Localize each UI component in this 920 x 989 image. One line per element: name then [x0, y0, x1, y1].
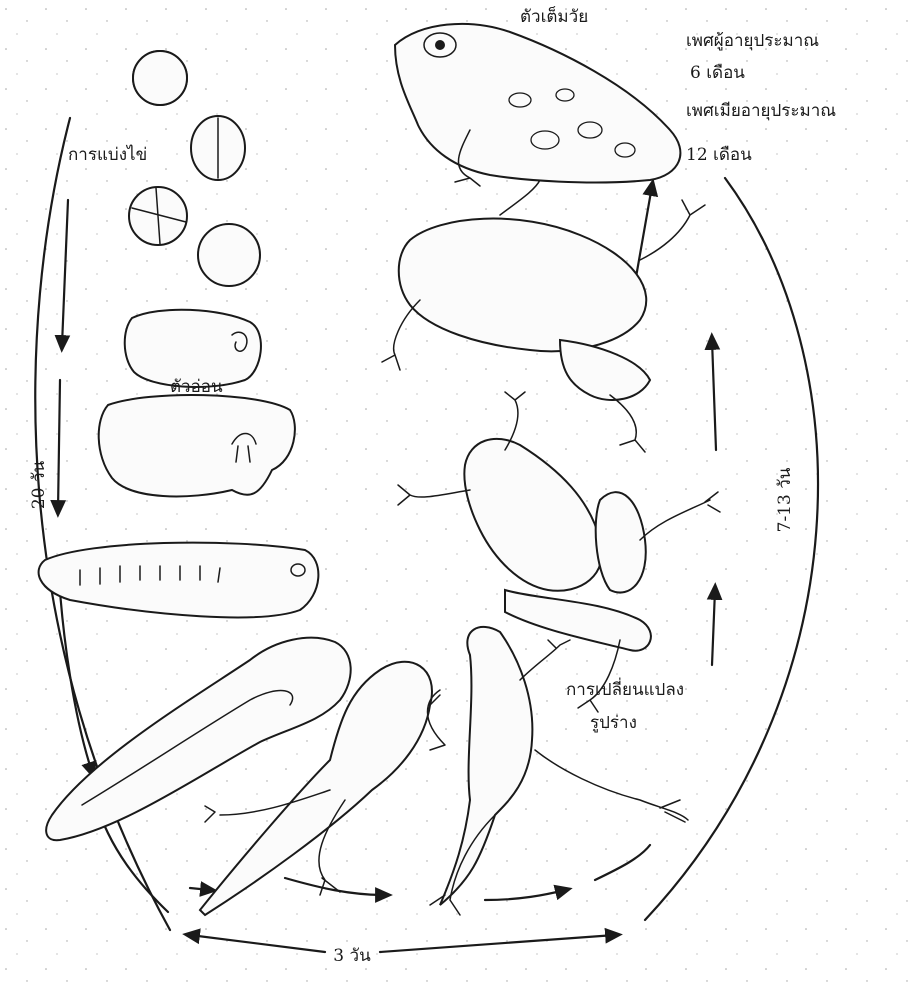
label-male-age-months: 6 เดือน [690, 63, 745, 83]
label-female-age: เพศเมียอายุประมาณ [686, 101, 836, 121]
egg-morula [198, 224, 260, 286]
label-duration-left: 20 วัน [29, 461, 49, 510]
label-metamorphosis: การเปลี่ยนแปลง [566, 677, 684, 700]
embryo-early [125, 310, 261, 387]
label-embryo: ตัวอ่อน [170, 377, 223, 397]
label-adult: ตัวเต็มวัย [520, 5, 588, 27]
label-duration-right: 7-13 วัน [775, 467, 795, 532]
embryo [99, 395, 295, 496]
label-metamorphosis-form: รูปร่าง [590, 713, 637, 733]
label-female-age-months: 12 เดือน [686, 145, 752, 165]
label-male-age: เพศผู้อายุประมาณ [686, 31, 819, 51]
label-duration-bottom: 3 วัน [333, 946, 371, 966]
label-egg-division: การแบ่งไข่ [68, 144, 147, 165]
